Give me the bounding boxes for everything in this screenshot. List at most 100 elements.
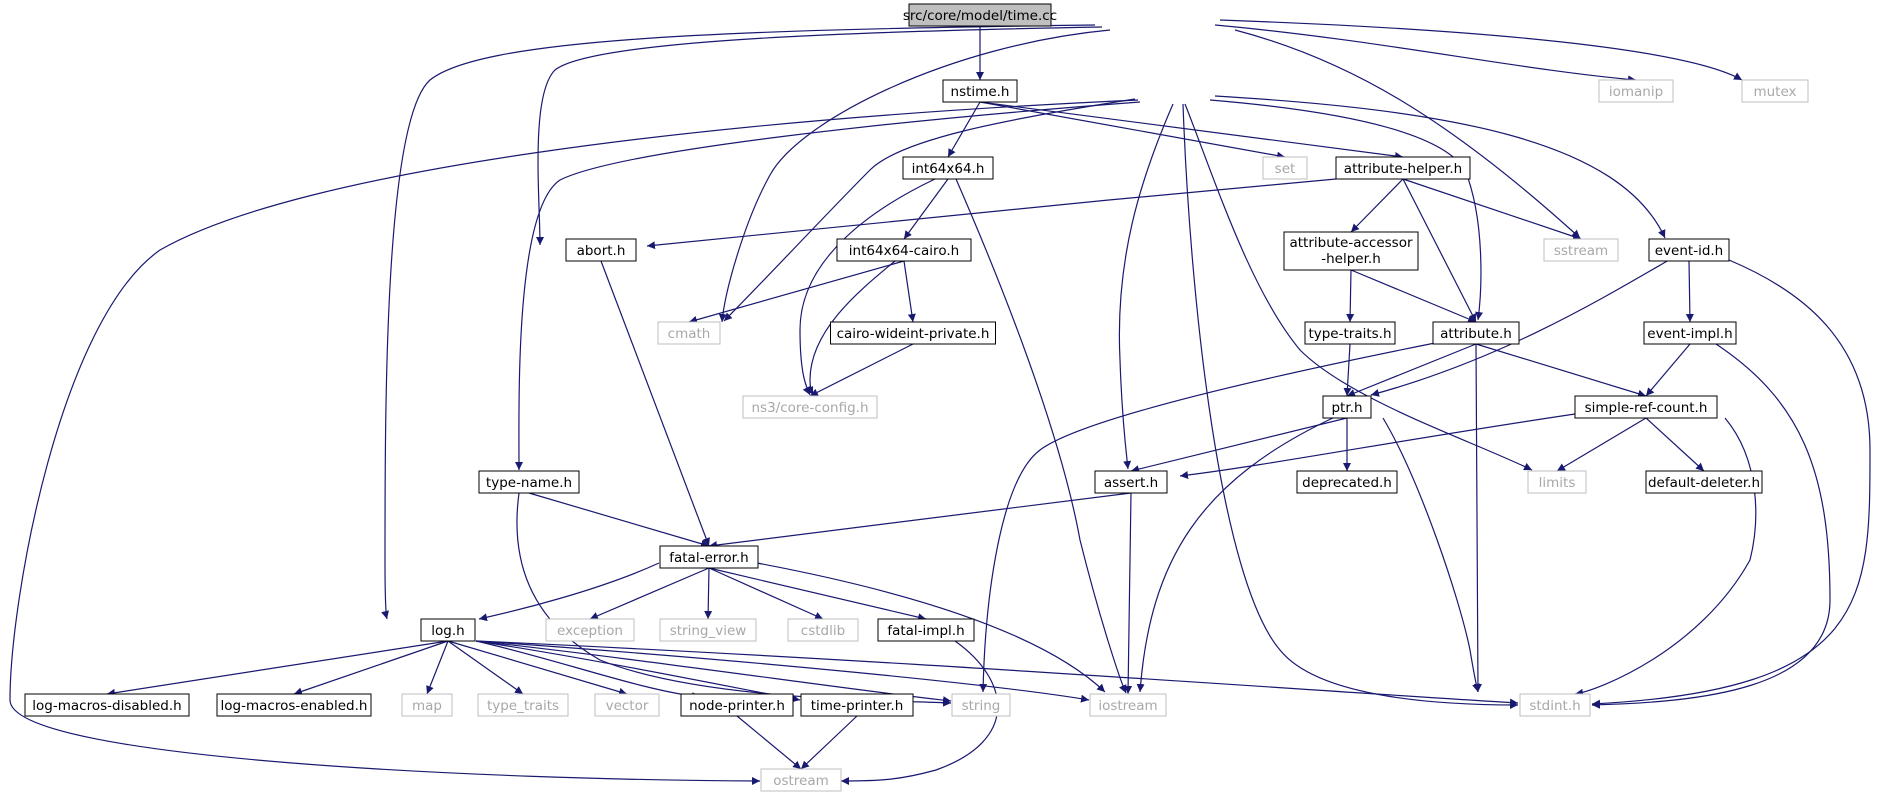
edge-simple-ref-to-default-del bbox=[1645, 417, 1705, 472]
node-box bbox=[1304, 321, 1396, 345]
node-map: map bbox=[401, 693, 453, 717]
node-attribute[interactable]: attribute.h bbox=[1432, 321, 1520, 345]
node-simple-ref[interactable]: simple-ref-count.h bbox=[1574, 395, 1718, 419]
node-label: string_view bbox=[670, 623, 747, 639]
node-log-dis[interactable]: log-macros-disabled.h bbox=[24, 693, 190, 717]
node-box bbox=[742, 395, 878, 419]
node-label: cairo-wideint-private.h bbox=[837, 326, 990, 342]
edge-time-cc-to-mutex bbox=[1219, 19, 1743, 81]
node-attr-helper[interactable]: attribute-helper.h bbox=[1335, 156, 1471, 180]
node-iostream: iostream bbox=[1089, 693, 1167, 717]
node-attr-acc[interactable]: attribute-accessor-helper.h bbox=[1283, 231, 1419, 271]
edge-nstime-to-int64x64 bbox=[947, 101, 981, 158]
node-ostream: ostream bbox=[760, 768, 842, 792]
node-label-line: -helper.h bbox=[1321, 251, 1381, 267]
edge-event-impl-to-stdint bbox=[1591, 343, 1831, 709]
edge-nstime-to-cmath bbox=[723, 98, 1136, 322]
node-label: cstdlib bbox=[801, 623, 845, 639]
node-time-printer[interactable]: time-printer.h bbox=[800, 693, 914, 717]
node-nstime[interactable]: nstime.h bbox=[942, 79, 1018, 103]
edge-log-to-type-traits bbox=[447, 640, 524, 695]
node-event-id[interactable]: event-id.h bbox=[1648, 238, 1730, 262]
node-deprecated[interactable]: deprecated.h bbox=[1296, 470, 1398, 494]
node-log[interactable]: log.h bbox=[420, 618, 476, 642]
node-abort[interactable]: abort.h bbox=[565, 238, 637, 262]
node-box bbox=[659, 545, 759, 569]
edge-int64x64-to-core-config bbox=[799, 178, 936, 396]
node-label: simple-ref-count.h bbox=[1585, 400, 1708, 416]
edge-event-id-to-ptr bbox=[1370, 259, 1670, 397]
node-label: cmath bbox=[668, 326, 711, 342]
node-mutex: mutex bbox=[1741, 79, 1809, 103]
node-type-traits-h[interactable]: type-traits.h bbox=[1304, 321, 1396, 345]
node-assert[interactable]: assert.h bbox=[1094, 470, 1168, 494]
node-box bbox=[478, 470, 580, 494]
edge-fatal-error-to-fatal-impl bbox=[708, 567, 927, 622]
node-box bbox=[680, 693, 794, 717]
node-box bbox=[401, 693, 453, 717]
node-label-line: attribute-accessor bbox=[1289, 235, 1413, 251]
node-event-impl[interactable]: event-impl.h bbox=[1643, 321, 1737, 345]
node-core-config: ns3/core-config.h bbox=[742, 395, 878, 419]
node-label: event-impl.h bbox=[1647, 326, 1732, 342]
node-label: event-id.h bbox=[1655, 243, 1724, 259]
node-label: time-printer.h bbox=[811, 698, 904, 714]
node-label: src/core/model/time.cc bbox=[903, 8, 1057, 24]
node-box bbox=[1643, 321, 1737, 345]
node-box bbox=[1645, 470, 1763, 494]
node-int64x64[interactable]: int64x64.h bbox=[902, 156, 994, 180]
edge-attribute-to-string bbox=[979, 342, 1436, 693]
node-box bbox=[1741, 79, 1809, 103]
edge-cairo-wide-to-core-config bbox=[809, 343, 914, 397]
node-int64cairo[interactable]: int64x64-cairo.h bbox=[836, 238, 972, 262]
edge-assert-to-fatal-error bbox=[708, 492, 1132, 549]
edge-simple-ref-to-stdint bbox=[1574, 417, 1757, 697]
node-node-printer[interactable]: node-printer.h bbox=[680, 693, 794, 717]
edge-attr-helper-to-attribute bbox=[1402, 178, 1477, 323]
edge-nstime-to-set bbox=[979, 101, 1286, 160]
node-label: ns3/core-config.h bbox=[752, 400, 869, 416]
edge-attribute-to-simple-ref bbox=[1475, 343, 1647, 398]
node-type-name[interactable]: type-name.h bbox=[478, 470, 580, 494]
node-label: exception bbox=[557, 623, 623, 639]
node-fatal-error[interactable]: fatal-error.h bbox=[659, 545, 759, 569]
node-label: fatal-error.h bbox=[669, 550, 749, 566]
edge-log-to-iostream bbox=[475, 640, 1090, 703]
node-box bbox=[1432, 321, 1520, 345]
node-time-cc[interactable]: src/core/model/time.cc bbox=[903, 3, 1057, 27]
node-set: set bbox=[1262, 156, 1308, 180]
node-label: mutex bbox=[1753, 84, 1796, 100]
node-box bbox=[1543, 238, 1619, 262]
edge-log-to-node-printer bbox=[475, 640, 701, 701]
node-label: limits bbox=[1539, 475, 1576, 491]
node-cairo-wide[interactable]: cairo-wideint-private.h bbox=[830, 321, 996, 345]
node-label: map bbox=[412, 698, 442, 714]
edge-time-cc-to-log bbox=[381, 24, 1096, 620]
node-box bbox=[1527, 470, 1587, 494]
node-log-en[interactable]: log-macros-enabled.h bbox=[216, 693, 372, 717]
node-box bbox=[1574, 395, 1718, 419]
edge-ptr-to-iostream bbox=[1136, 416, 1336, 693]
edge-nstime-to-ostream bbox=[9, 99, 1139, 785]
node-default-del[interactable]: default-deleter.h bbox=[1645, 470, 1763, 494]
edge-log-to-time-printer bbox=[475, 640, 801, 703]
edge-simple-ref-to-limits bbox=[1556, 417, 1647, 472]
edge-node-printer-to-ostream bbox=[736, 715, 802, 770]
edge-log-to-stdint bbox=[475, 640, 1519, 707]
node-box bbox=[594, 693, 660, 717]
edge-nstime-to-limits bbox=[1184, 103, 1533, 471]
node-label: attribute-accessor-helper.h bbox=[1289, 235, 1413, 267]
node-box bbox=[657, 321, 721, 345]
edge-fatal-impl-to-ostream bbox=[840, 640, 999, 785]
node-stdint: stdint.h bbox=[1519, 693, 1591, 717]
edge-time-cc-to-abort bbox=[535, 26, 1103, 246]
edge-attr-helper-to-attr-acc bbox=[1350, 178, 1404, 233]
node-box bbox=[1283, 231, 1419, 271]
node-label: node-printer.h bbox=[689, 698, 785, 714]
node-fatal-impl[interactable]: fatal-impl.h bbox=[877, 618, 975, 642]
node-ptr[interactable]: ptr.h bbox=[1322, 395, 1372, 419]
edge-event-id-to-event-impl bbox=[1685, 260, 1694, 323]
node-label: type-traits.h bbox=[1308, 326, 1391, 342]
edge-fatal-error-to-string-view bbox=[704, 567, 713, 620]
